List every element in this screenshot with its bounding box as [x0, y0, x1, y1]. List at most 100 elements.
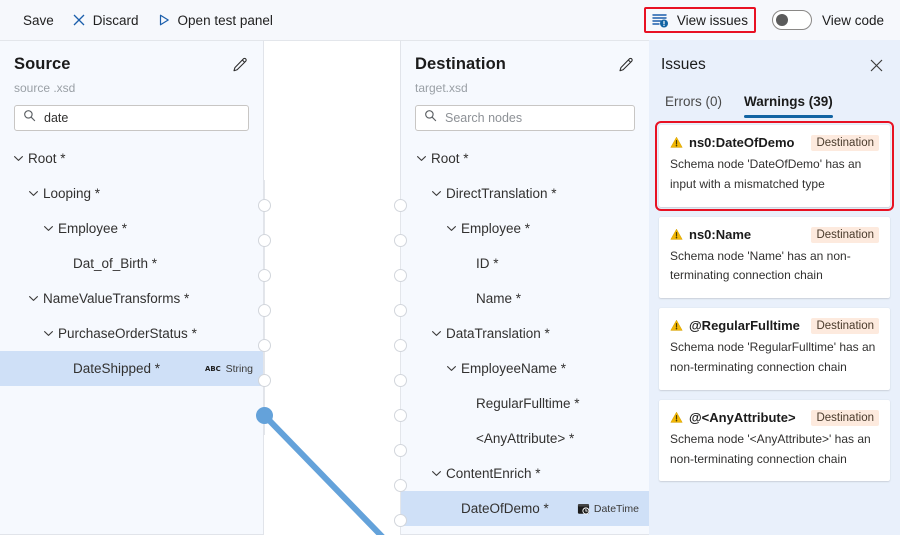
- tree-item[interactable]: EmployeeName *: [401, 351, 649, 386]
- chevron-down-icon[interactable]: [430, 468, 443, 479]
- search-icon: [424, 109, 437, 127]
- tree-item[interactable]: <AnyAttribute> *: [401, 421, 649, 456]
- tree-item[interactable]: RegularFulltime *: [401, 386, 649, 421]
- tree-item[interactable]: NameValueTransforms *: [0, 281, 263, 316]
- chevron-down-icon[interactable]: [12, 153, 25, 164]
- tree-item[interactable]: Employee *: [401, 211, 649, 246]
- tree-item[interactable]: Looping *: [0, 176, 263, 211]
- tree-item[interactable]: Employee *: [0, 211, 263, 246]
- connector-handle[interactable]: [394, 479, 407, 492]
- tree-item[interactable]: Name *: [401, 281, 649, 316]
- connector-handle[interactable]: [394, 409, 407, 422]
- tree-item[interactable]: PurchaseOrderStatus *: [0, 316, 263, 351]
- chevron-down-icon[interactable]: [445, 363, 458, 374]
- source-search-box[interactable]: [14, 105, 249, 131]
- issue-card-header: @<AnyAttribute>Destination: [670, 409, 879, 426]
- close-icon[interactable]: [867, 56, 886, 80]
- warning-icon: [670, 136, 683, 149]
- tree-item-label: Root *: [431, 151, 469, 166]
- tree-item-label: RegularFulltime *: [476, 396, 580, 411]
- tree-item-label: Looping *: [43, 186, 101, 201]
- issue-name: ns0:DateOfDemo: [670, 135, 794, 150]
- discard-button[interactable]: Discard: [63, 6, 148, 34]
- issue-description: Schema node 'Name' has an non-terminatin…: [670, 248, 851, 283]
- warning-icon: [670, 319, 683, 332]
- tree-item-label: NameValueTransforms *: [43, 291, 190, 306]
- chevron-down-icon[interactable]: [430, 328, 443, 339]
- issues-tab[interactable]: Warnings (39): [744, 94, 833, 118]
- issues-tab[interactable]: Errors (0): [665, 94, 722, 109]
- open-test-panel-button[interactable]: Open test panel: [148, 6, 282, 34]
- tree-item[interactable]: ID *: [401, 246, 649, 281]
- tree-item-label: Employee *: [58, 221, 128, 236]
- chevron-down-icon[interactable]: [27, 293, 40, 304]
- toggle-knob: [775, 14, 788, 26]
- tree-item[interactable]: Dat_of_Birth *: [0, 246, 263, 281]
- connector-handle[interactable]: [258, 234, 271, 247]
- tree-item[interactable]: Root *: [401, 141, 649, 176]
- issue-description: Schema node 'DateOfDemo' has an input wi…: [670, 157, 862, 191]
- chevron-down-icon[interactable]: [430, 188, 443, 199]
- connector-handle-connected[interactable]: [256, 407, 273, 424]
- chevron-down-icon[interactable]: [415, 153, 428, 164]
- connector-handle[interactable]: [258, 304, 271, 317]
- save-label: Save: [23, 12, 54, 28]
- chevron-down-icon[interactable]: [445, 223, 458, 234]
- connector-handle[interactable]: [394, 514, 407, 527]
- node-type-badge: DateTime: [577, 502, 639, 515]
- chevron-down-icon[interactable]: [42, 223, 55, 234]
- view-issues-label: View issues: [676, 12, 748, 28]
- destination-subtitle: target.xsd: [415, 81, 468, 95]
- discard-label: Discard: [92, 12, 139, 28]
- node-type-label: String: [225, 362, 253, 375]
- view-issues-button[interactable]: View issues: [652, 12, 748, 28]
- tree-item[interactable]: DateOfDemo *DateTime: [401, 491, 649, 526]
- view-code-label[interactable]: View code: [821, 12, 884, 28]
- view-code-toggle[interactable]: [771, 10, 812, 30]
- connector-handle[interactable]: [394, 444, 407, 457]
- tree-item[interactable]: ContentEnrich *: [401, 456, 649, 491]
- issues-list-icon: [652, 12, 669, 28]
- destination-search-box[interactable]: [415, 105, 635, 131]
- connector-handle[interactable]: [394, 234, 407, 247]
- source-search-input[interactable]: [44, 111, 240, 125]
- connector-handle[interactable]: [394, 339, 407, 352]
- tree-item[interactable]: Root *: [0, 141, 263, 176]
- connector-handle[interactable]: [258, 374, 271, 387]
- node-type-label: DateTime: [593, 502, 639, 515]
- issue-description: Schema node '<AnyAttribute>' has an non-…: [670, 431, 871, 466]
- issue-description: Schema node 'RegularFulltime' has an non…: [670, 340, 876, 374]
- mapping-canvas[interactable]: [264, 40, 400, 535]
- abc-icon: ABC: [205, 363, 222, 374]
- open-test-panel-label: Open test panel: [177, 12, 273, 28]
- connector-handle[interactable]: [258, 269, 271, 282]
- chevron-down-icon[interactable]: [27, 188, 40, 199]
- connector-handle[interactable]: [394, 374, 407, 387]
- tree-item[interactable]: DirectTranslation *: [401, 176, 649, 211]
- edit-pencil-icon[interactable]: [232, 57, 249, 79]
- destination-panel-header: Destination target.xsd: [401, 41, 649, 131]
- destination-search-input[interactable]: [445, 111, 626, 125]
- connector-handle[interactable]: [258, 199, 271, 212]
- connector-handle[interactable]: [394, 269, 407, 282]
- connector-handle[interactable]: [258, 339, 271, 352]
- connector-handle[interactable]: [394, 304, 407, 317]
- edit-pencil-icon[interactable]: [618, 57, 635, 79]
- tree-item-label: DateShipped *: [73, 361, 161, 376]
- save-button[interactable]: Save: [14, 6, 63, 34]
- issue-name: ns0:Name: [670, 227, 751, 242]
- tree-item-label: PurchaseOrderStatus *: [58, 326, 197, 341]
- connector-handle[interactable]: [394, 199, 407, 212]
- tree-item-label: DirectTranslation *: [446, 186, 557, 201]
- tree-item[interactable]: DataTranslation *: [401, 316, 649, 351]
- chevron-down-icon[interactable]: [42, 328, 55, 339]
